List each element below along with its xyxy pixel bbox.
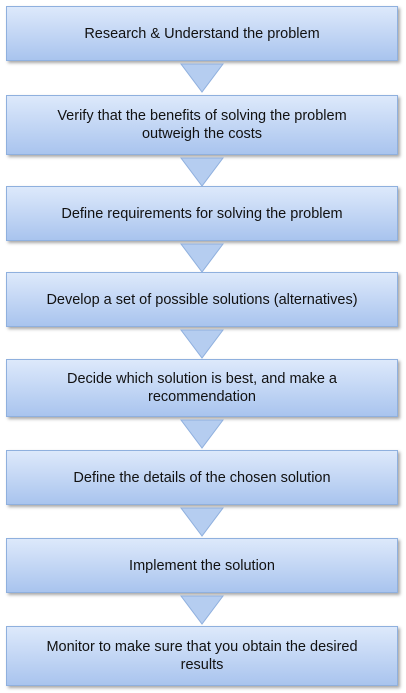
flow-step-verify-benefits: Verify that the benefits of solving the … — [6, 95, 398, 155]
flow-step-define-requirements: Define requirements for solving the prob… — [6, 186, 398, 241]
down-arrow-icon — [180, 329, 224, 359]
down-arrow-icon — [180, 595, 224, 625]
down-arrow-icon — [180, 63, 224, 93]
flow-step-label: Decide which solution is best, and make … — [66, 371, 337, 405]
down-arrow-icon — [180, 419, 224, 449]
flow-step-research: Research & Understand the problem — [6, 6, 398, 61]
flow-step-label: Implement the solution — [129, 557, 275, 574]
down-arrow-icon — [180, 243, 224, 273]
down-arrow-icon — [180, 507, 224, 537]
flow-step-label: Monitor to make sure that you obtain the… — [46, 639, 358, 673]
flow-step-decide-solution: Decide which solution is best, and make … — [6, 359, 398, 417]
flow-step-label: Develop a set of possible solutions (alt… — [46, 291, 358, 308]
flow-step-label: Define requirements for solving the prob… — [61, 205, 343, 222]
flow-step-implement: Implement the solution — [6, 538, 398, 593]
flow-step-monitor: Monitor to make sure that you obtain the… — [6, 626, 398, 686]
flow-step-develop-solutions: Develop a set of possible solutions (alt… — [6, 272, 398, 327]
flow-step-define-details: Define the details of the chosen solutio… — [6, 450, 398, 505]
down-arrow-icon — [180, 157, 224, 187]
flow-step-label: Research & Understand the problem — [84, 25, 320, 42]
flow-step-label: Define the details of the chosen solutio… — [73, 469, 331, 486]
flow-step-label: Verify that the benefits of solving the … — [57, 108, 347, 142]
